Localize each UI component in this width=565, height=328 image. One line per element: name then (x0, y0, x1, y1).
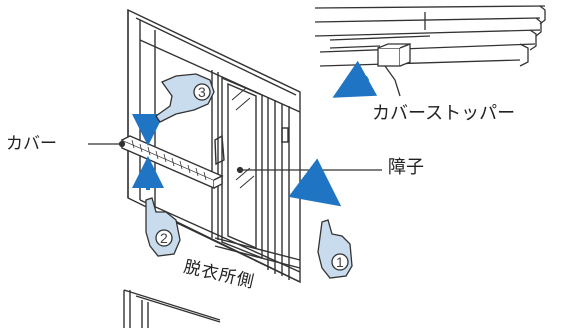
second-door-frame (123, 289, 221, 328)
step-1-label: 1 (336, 254, 344, 270)
pointing-hand-icon (317, 219, 353, 279)
glass-hatch (231, 87, 255, 189)
step-3-label: 3 (198, 84, 206, 100)
leader-lines (88, 140, 382, 174)
cover-stopper-label: カバーストッパー (372, 103, 516, 123)
shoji-label: 障子 (388, 157, 424, 177)
cover-label: カバー (6, 134, 57, 153)
pointing-hand-icon (155, 73, 215, 123)
rail-detail (314, 5, 546, 67)
step-2-label: 2 (160, 230, 168, 246)
cover-bar (121, 135, 224, 190)
pointing-hand-icon (145, 197, 181, 257)
stopper-arrow-icon (332, 60, 378, 98)
arrow-right-icon (288, 158, 342, 207)
stopper-part (377, 43, 411, 97)
